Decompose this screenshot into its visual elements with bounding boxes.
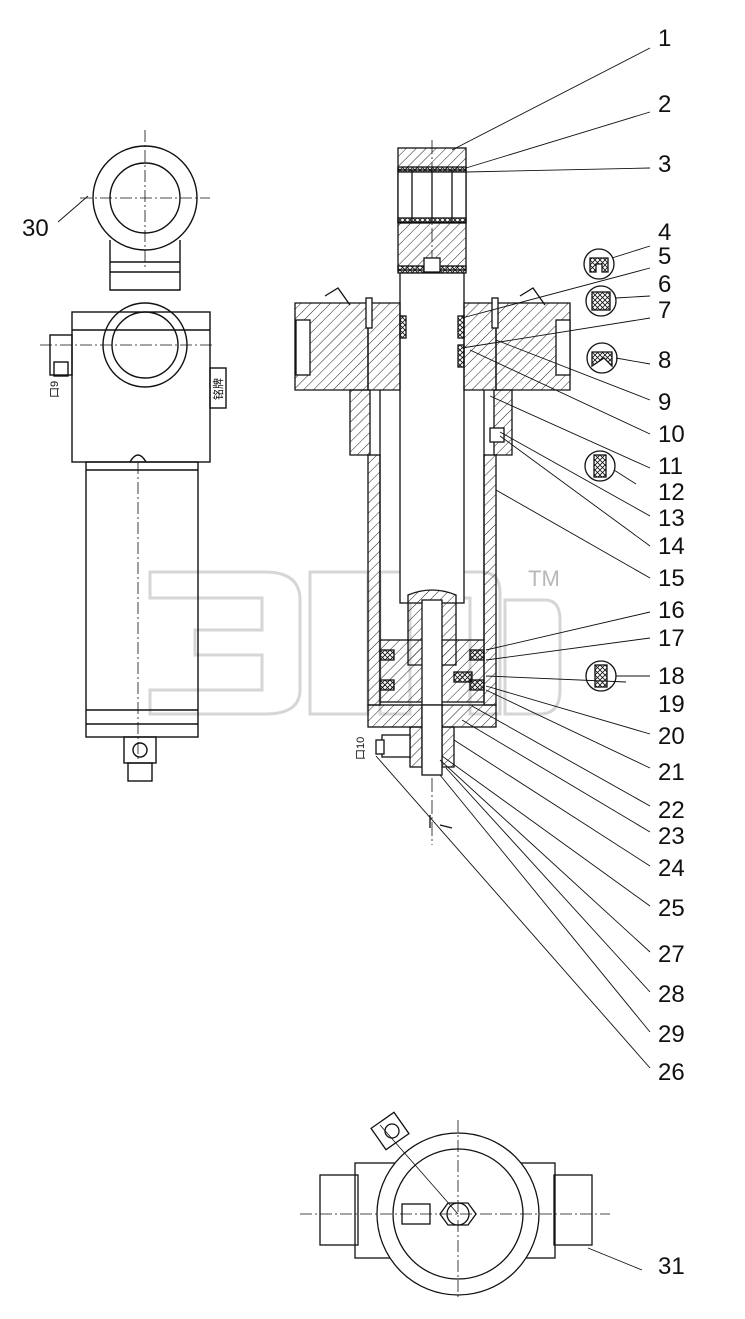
part-label-23: 23 (658, 823, 685, 850)
part-label-12: 12 (658, 479, 685, 506)
side-view (40, 130, 227, 782)
part-label-9: 9 (658, 389, 671, 416)
part-label-29: 29 (658, 1021, 685, 1048)
part-label-11: 11 (658, 453, 683, 480)
part-label-22: 22 (658, 797, 685, 824)
part-label-4: 4 (658, 219, 671, 246)
part-label-16: 16 (658, 597, 685, 624)
part-label-25: 25 (658, 895, 685, 922)
leader-lines (57, 47, 651, 1271)
part-label-30: 30 (22, 215, 49, 242)
part-labels: 1 2 3 4 5 6 7 8 9 10 11 12 13 14 15 16 1… (22, 25, 685, 1280)
part-label-2: 2 (658, 91, 671, 118)
side-port-label-left: 口9 (49, 381, 61, 398)
nameplate-label: 铭牌 (211, 378, 225, 400)
part-label-21: 21 (658, 759, 685, 786)
part-label-20: 20 (658, 723, 685, 750)
part-label-15: 15 (658, 565, 685, 592)
part-label-6: 6 (658, 271, 671, 298)
part-label-31: 31 (658, 1253, 685, 1280)
watermark-tm: TM (528, 566, 560, 591)
watermark-logo (148, 570, 562, 716)
part-label-24: 24 (658, 855, 685, 882)
part-label-8: 8 (658, 347, 671, 374)
part-label-13: 13 (658, 505, 685, 532)
bottom-view (300, 1111, 610, 1300)
part-label-28: 28 (658, 981, 685, 1008)
part-label-18: 18 (658, 663, 685, 690)
part-label-5: 5 (658, 243, 671, 270)
part-label-17: 17 (658, 625, 685, 652)
seal-details (583, 248, 618, 692)
part-label-7: 7 (658, 297, 671, 324)
part-label-27: 27 (658, 941, 685, 968)
part-label-26: 26 (658, 1059, 685, 1086)
side-port-label-right: 口10 (355, 737, 367, 760)
part-label-14: 14 (658, 533, 685, 560)
part-label-19: 19 (658, 691, 685, 718)
part-label-10: 10 (658, 421, 685, 448)
section-view (294, 140, 571, 845)
part-label-1: 1 (658, 25, 671, 52)
part-label-3: 3 (658, 151, 671, 178)
